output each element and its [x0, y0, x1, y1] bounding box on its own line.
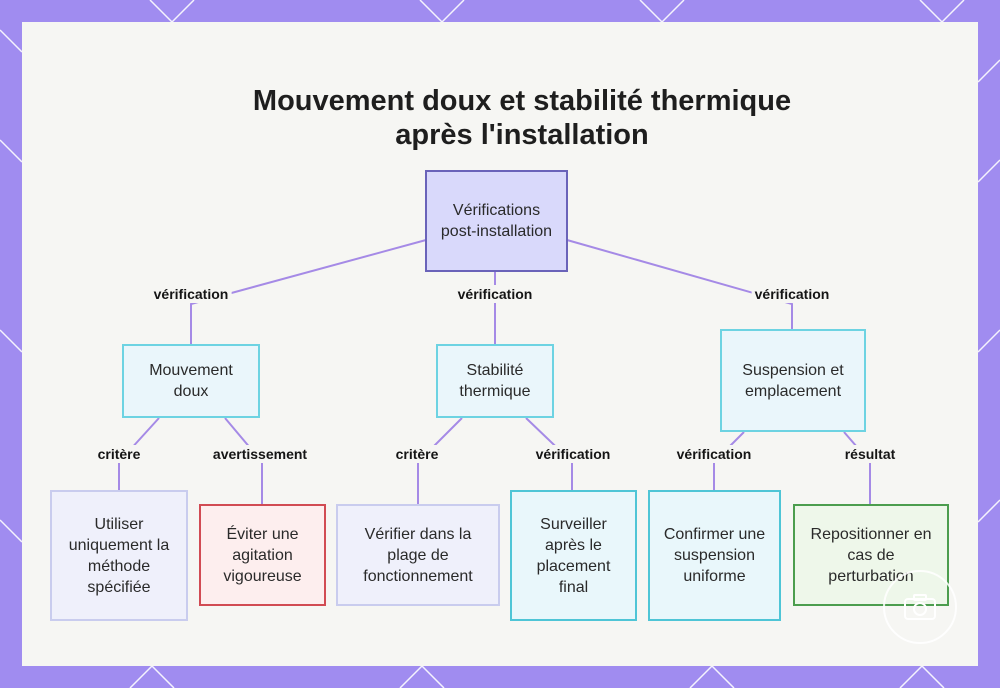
edge-label-root-stabilite: vérification — [454, 285, 536, 303]
node-verifier-plage: Vérifier dans la plage de fonctionnement — [336, 504, 500, 606]
node-surveiller-placement: Surveiller après le placement final — [510, 490, 637, 621]
node-eviter-agitation: Éviter une agitation vigoureuse — [199, 504, 326, 606]
edge-label-suspension-confirmer: vérification — [673, 445, 755, 463]
edge-root-suspension — [566, 239, 793, 329]
edge-root-mouvement — [190, 239, 427, 344]
node-stabilite-thermique: Stabilité thermique — [436, 344, 554, 418]
camera-icon — [904, 594, 936, 620]
edge-label-stabilite-verifier: critère — [392, 445, 442, 463]
edge-label-mouvement-eviter: avertissement — [209, 445, 311, 463]
node-mouvement-doux: Mouvement doux — [122, 344, 260, 418]
node-root: Vérifications post-installation — [425, 170, 568, 272]
edge-label-root-mouvement: vérification — [150, 285, 232, 303]
watermark-badge — [883, 570, 957, 644]
edge-label-suspension-repositionner: résultat — [841, 445, 899, 463]
node-confirmer-suspension: Confirmer une suspension uniforme — [648, 490, 781, 621]
node-suspension-emplacement: Suspension et emplacement — [720, 329, 866, 432]
diagram-canvas: Mouvement doux et stabilité thermique ap… — [22, 22, 978, 666]
diagram-title: Mouvement doux et stabilité thermique ap… — [252, 85, 792, 151]
edge-label-mouvement-utiliser: critère — [94, 445, 144, 463]
edge-label-stabilite-surveiller: vérification — [532, 445, 614, 463]
edge-label-root-suspension: vérification — [751, 285, 833, 303]
node-utiliser-methode: Utiliser uniquement la méthode spécifiée — [50, 490, 188, 621]
edge-suspension-repositionner — [843, 431, 871, 504]
